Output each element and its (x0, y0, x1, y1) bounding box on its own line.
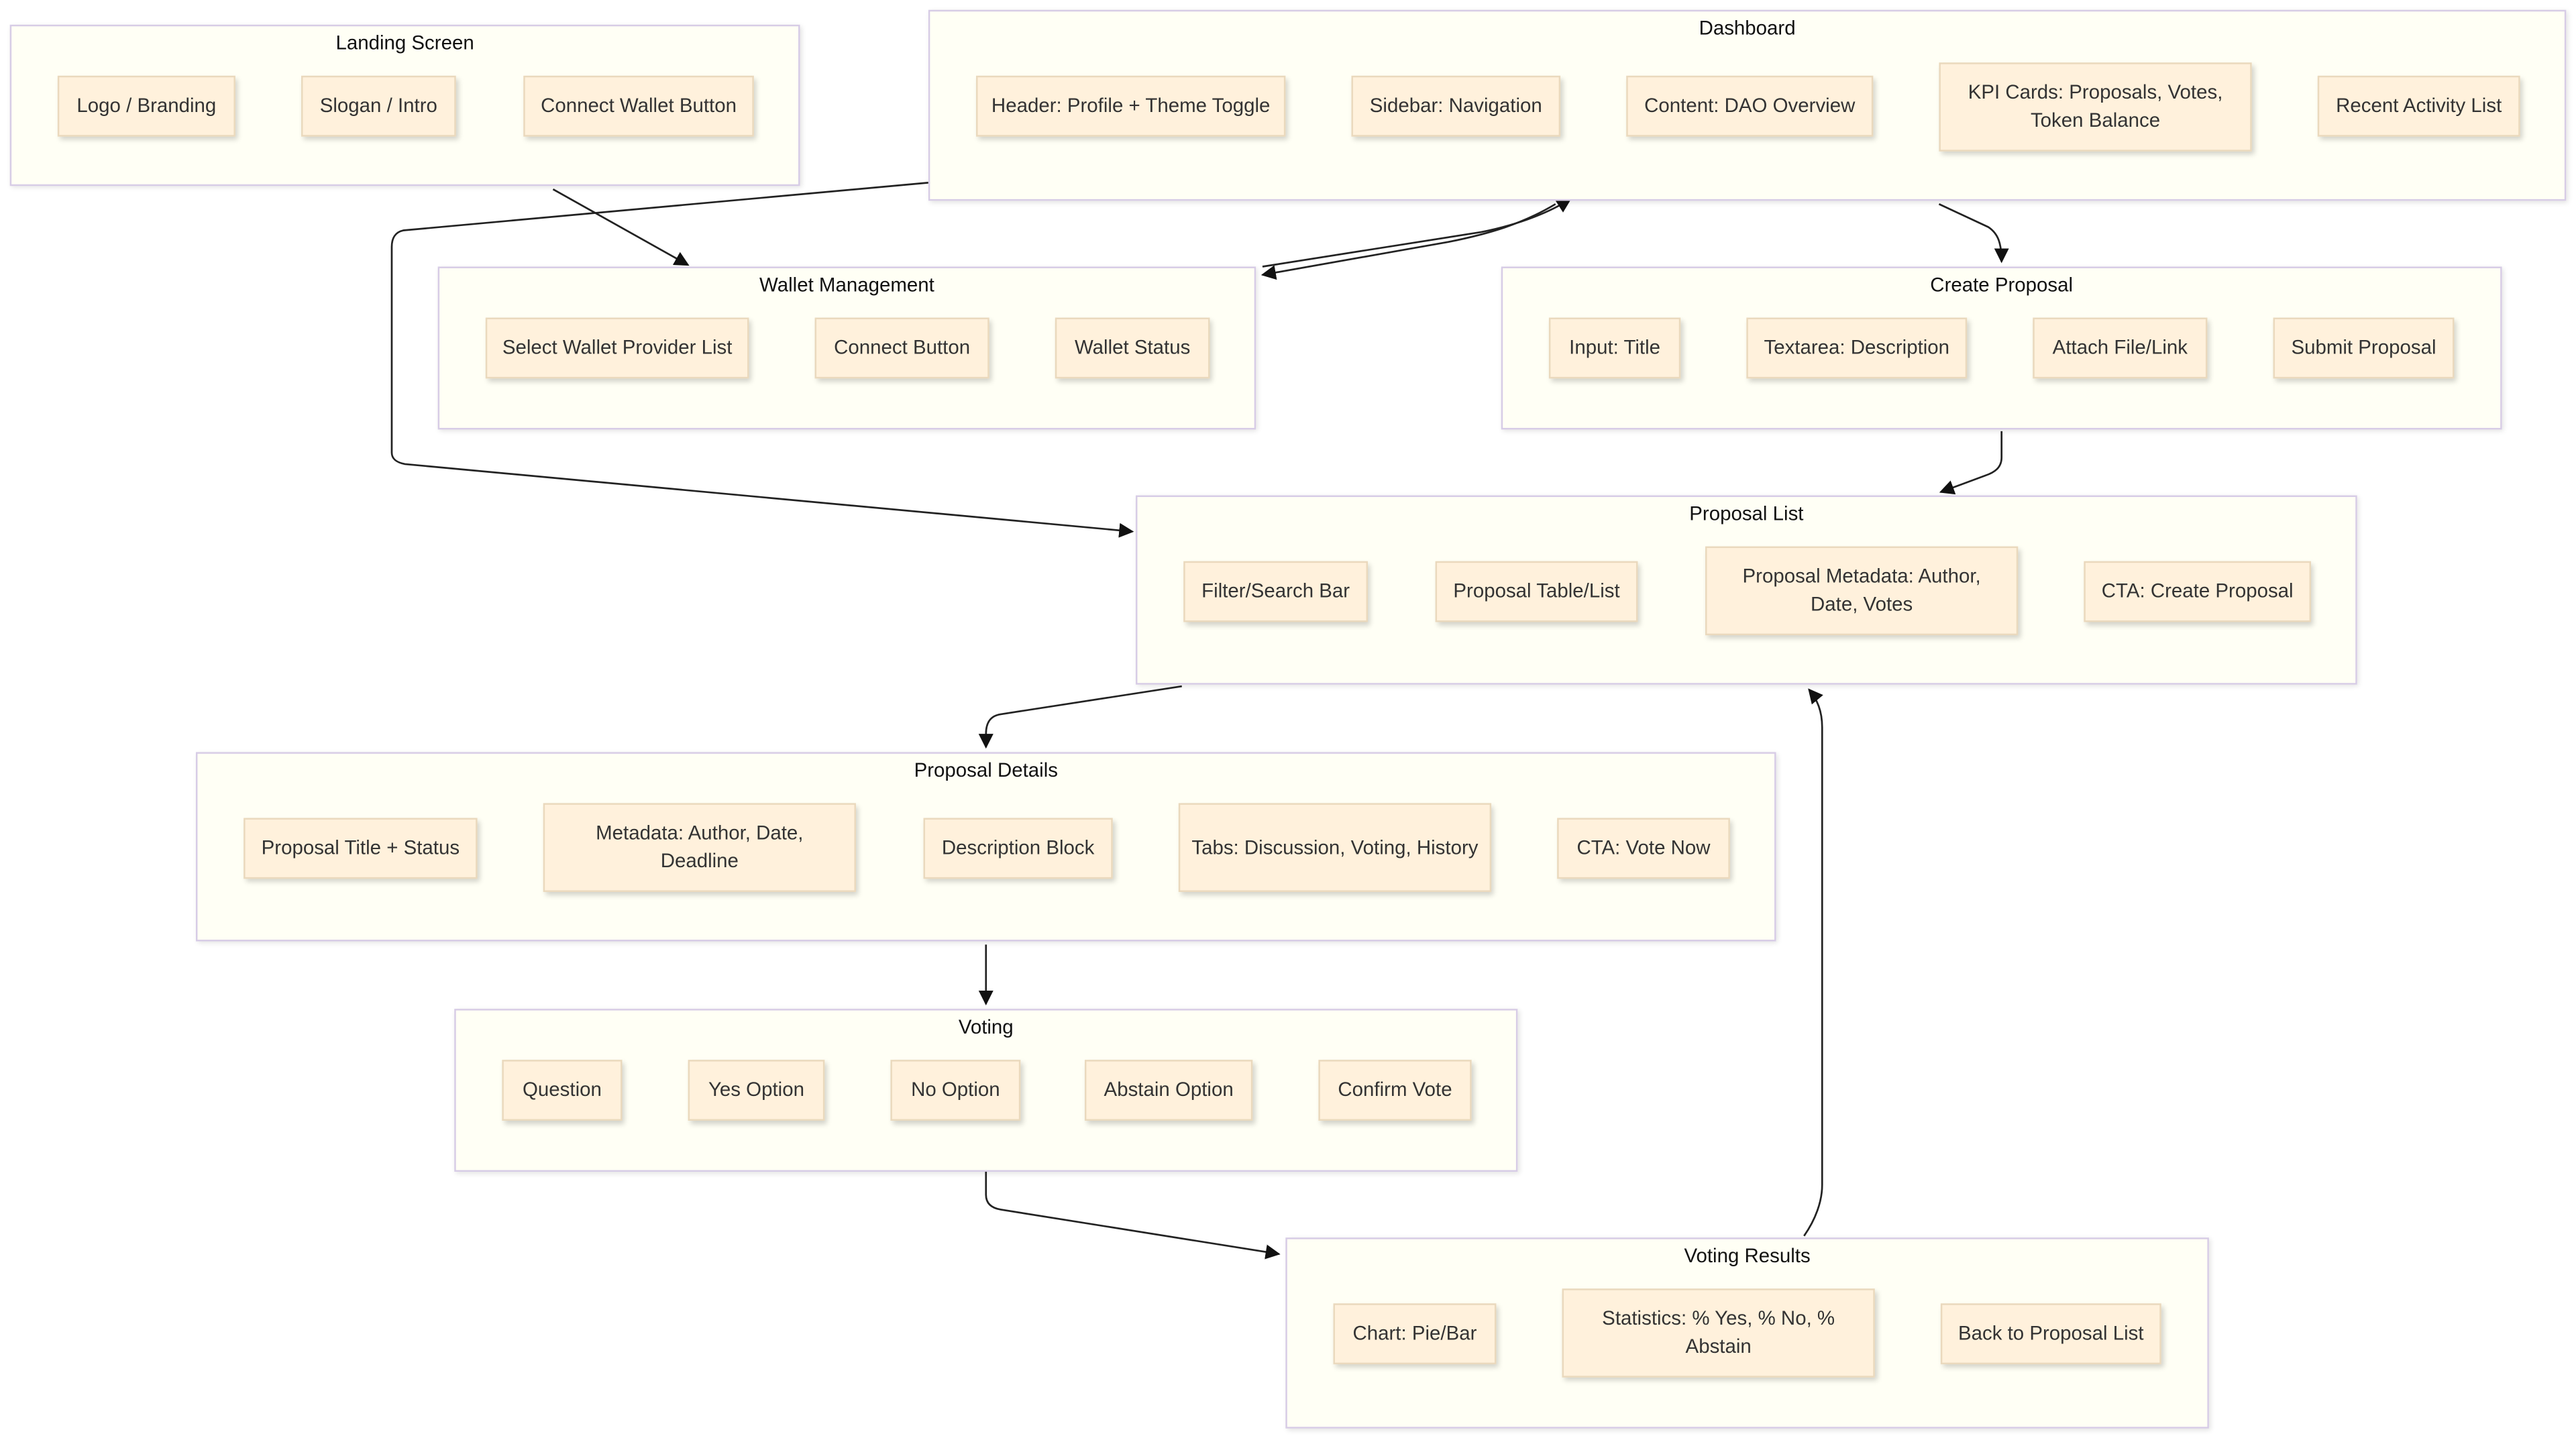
group-title: Voting Results (1684, 1243, 1811, 1268)
group-voting: Voting Question Yes Option No Option Abs… (454, 1009, 1518, 1172)
group-title: Proposal Details (914, 759, 1058, 782)
group-proposal-details: Proposal Details Proposal Title + Status… (195, 752, 1776, 942)
node-wallet-status[interactable]: Wallet Status (1055, 317, 1210, 379)
node-description-block[interactable]: Description Block (923, 818, 1113, 879)
node-proposal-title-status[interactable]: Proposal Title + Status (244, 818, 478, 879)
node-connect-button[interactable]: Connect Button (814, 317, 989, 379)
node-slogan-intro[interactable]: Slogan / Intro (301, 75, 456, 137)
node-statistics[interactable]: Statistics: % Yes, % No, % Abstain (1562, 1288, 1875, 1378)
edge-landing-to-wallet (552, 188, 690, 266)
group-title: Dashboard (1699, 16, 1796, 40)
node-submit-proposal[interactable]: Submit Proposal (2273, 317, 2455, 379)
group-voting-results: Voting Results Chart: Pie/Bar Statistics… (1285, 1237, 2209, 1429)
group-wallet-management: Wallet Management Select Wallet Provider… (437, 266, 1256, 430)
node-connect-wallet-button[interactable]: Connect Wallet Button (523, 75, 754, 137)
group-proposal-list: Proposal List Filter/Search Bar Proposal… (1136, 495, 2357, 685)
node-abstain-option[interactable]: Abstain Option (1084, 1060, 1253, 1121)
node-confirm-vote[interactable]: Confirm Vote (1318, 1060, 1472, 1121)
edge-plist-to-details (978, 685, 1182, 749)
group-dashboard: Dashboard Header: Profile + Theme Toggle… (928, 9, 2567, 201)
edge-dashboard-to-plist (390, 182, 1134, 538)
node-cta-vote-now[interactable]: CTA: Vote Now (1557, 818, 1730, 879)
node-select-wallet-provider-list[interactable]: Select Wallet Provider List (485, 317, 749, 379)
node-textarea-description[interactable]: Textarea: Description (1746, 317, 1968, 379)
group-landing-screen: Landing Screen Logo / Branding Slogan / … (9, 24, 800, 186)
edge-voting-to-results (985, 1172, 1281, 1260)
node-no-option[interactable]: No Option (890, 1060, 1021, 1121)
edge-results-to-plist (1803, 688, 1823, 1237)
node-chart-pie-bar[interactable]: Chart: Pie/Bar (1333, 1303, 1497, 1365)
node-tabs-discussion-voting-history[interactable]: Tabs: Discussion, Voting, History (1178, 803, 1492, 892)
edge-create-to-plist (1939, 431, 2003, 495)
node-header-profile-theme-toggle[interactable]: Header: Profile + Theme Toggle (976, 75, 1286, 137)
edge-dashboard-to-wallet (1260, 203, 1556, 280)
node-sidebar-navigation[interactable]: Sidebar: Navigation (1351, 75, 1561, 137)
node-question[interactable]: Question (502, 1060, 623, 1121)
group-create-proposal: Create Proposal Input: Title Textarea: D… (1501, 266, 2502, 430)
group-title: Create Proposal (1930, 273, 2074, 296)
node-proposal-table-list[interactable]: Proposal Table/List (1435, 561, 1638, 622)
node-proposal-metadata[interactable]: Proposal Metadata: Author, Date, Votes (1705, 546, 2019, 636)
node-filter-search-bar[interactable]: Filter/Search Bar (1183, 561, 1368, 622)
group-title: Voting (958, 1015, 1014, 1039)
node-input-title[interactable]: Input: Title (1548, 317, 1681, 379)
node-recent-activity-list[interactable]: Recent Activity List (2317, 75, 2520, 137)
edge-wallet-to-dashboard (1262, 198, 1572, 268)
edge-dashboard-to-create (1938, 203, 2009, 264)
group-title: Landing Screen (335, 31, 474, 54)
group-title: Wallet Management (759, 273, 934, 296)
node-logo-branding[interactable]: Logo / Branding (57, 75, 235, 137)
node-kpi-cards[interactable]: KPI Cards: Proposals, Votes, Token Balan… (1939, 62, 2252, 152)
node-attach-file-link[interactable]: Attach File/Link (2033, 317, 2208, 379)
node-yes-option[interactable]: Yes Option (688, 1060, 825, 1121)
node-metadata-author-date-deadline[interactable]: Metadata: Author, Date, Deadline (543, 803, 856, 892)
node-back-to-proposal-list[interactable]: Back to Proposal List (1940, 1303, 2161, 1365)
node-cta-create-proposal[interactable]: CTA: Create Proposal (2084, 561, 2311, 622)
node-content-dao-overview[interactable]: Content: DAO Overview (1626, 75, 1874, 137)
group-title: Proposal List (1689, 502, 1804, 525)
